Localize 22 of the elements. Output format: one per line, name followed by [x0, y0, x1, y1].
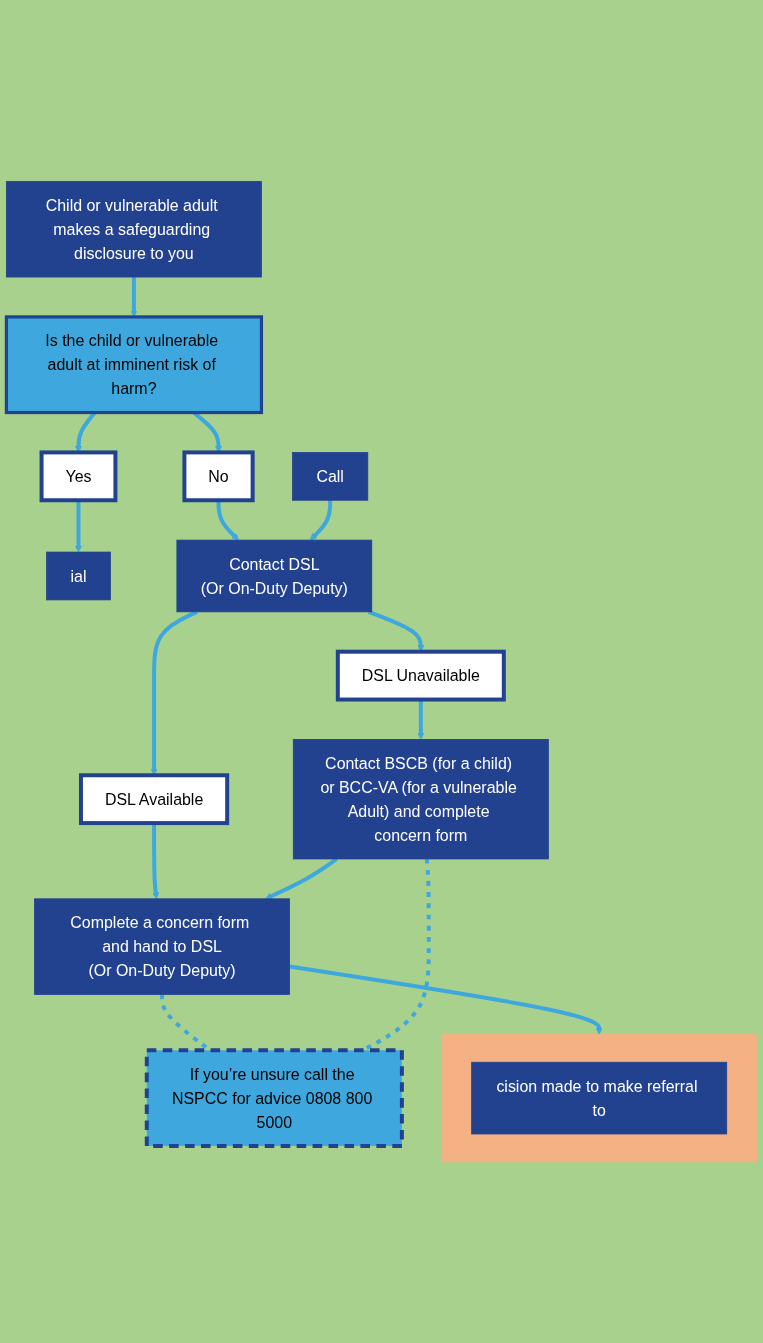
node-box: Child or vulnerable adult makes a safeguarding disclosure to you [5, 180, 262, 278]
arrow [74, 500, 82, 553]
arrow [417, 699, 425, 740]
arrow [309, 500, 333, 541]
arrow [289, 964, 603, 1035]
node-box: No [182, 450, 255, 503]
node-box: Complete a concern form and hand to DSL (Or On-Duty Deputy) [34, 898, 290, 995]
node-box: Contact BSCB (for a child) or BCC-VA (for a vulnerable Adult) and complete concern form [292, 738, 549, 860]
node-box: DSL Available [78, 773, 230, 825]
cluster [441, 1033, 757, 1163]
arrow [367, 609, 425, 652]
node-box: ial [46, 551, 111, 601]
node-box: Yes [39, 450, 118, 503]
node-box: Is the child or vulnerable adult at imminent risk of harm? [4, 315, 264, 414]
arrow [216, 500, 239, 541]
node-box: DSL Unavailable [335, 649, 506, 702]
node-box: Call [292, 451, 369, 501]
node-box: cision made to make referral to [471, 1061, 728, 1135]
node-box: Contact DSL (Or On-Duty Deputy) [176, 539, 373, 613]
arrow [152, 822, 160, 899]
node-box: If you’re unsure call the NSPCC for advice 0808 800 5000 [144, 1048, 404, 1148]
arrow [265, 857, 338, 900]
